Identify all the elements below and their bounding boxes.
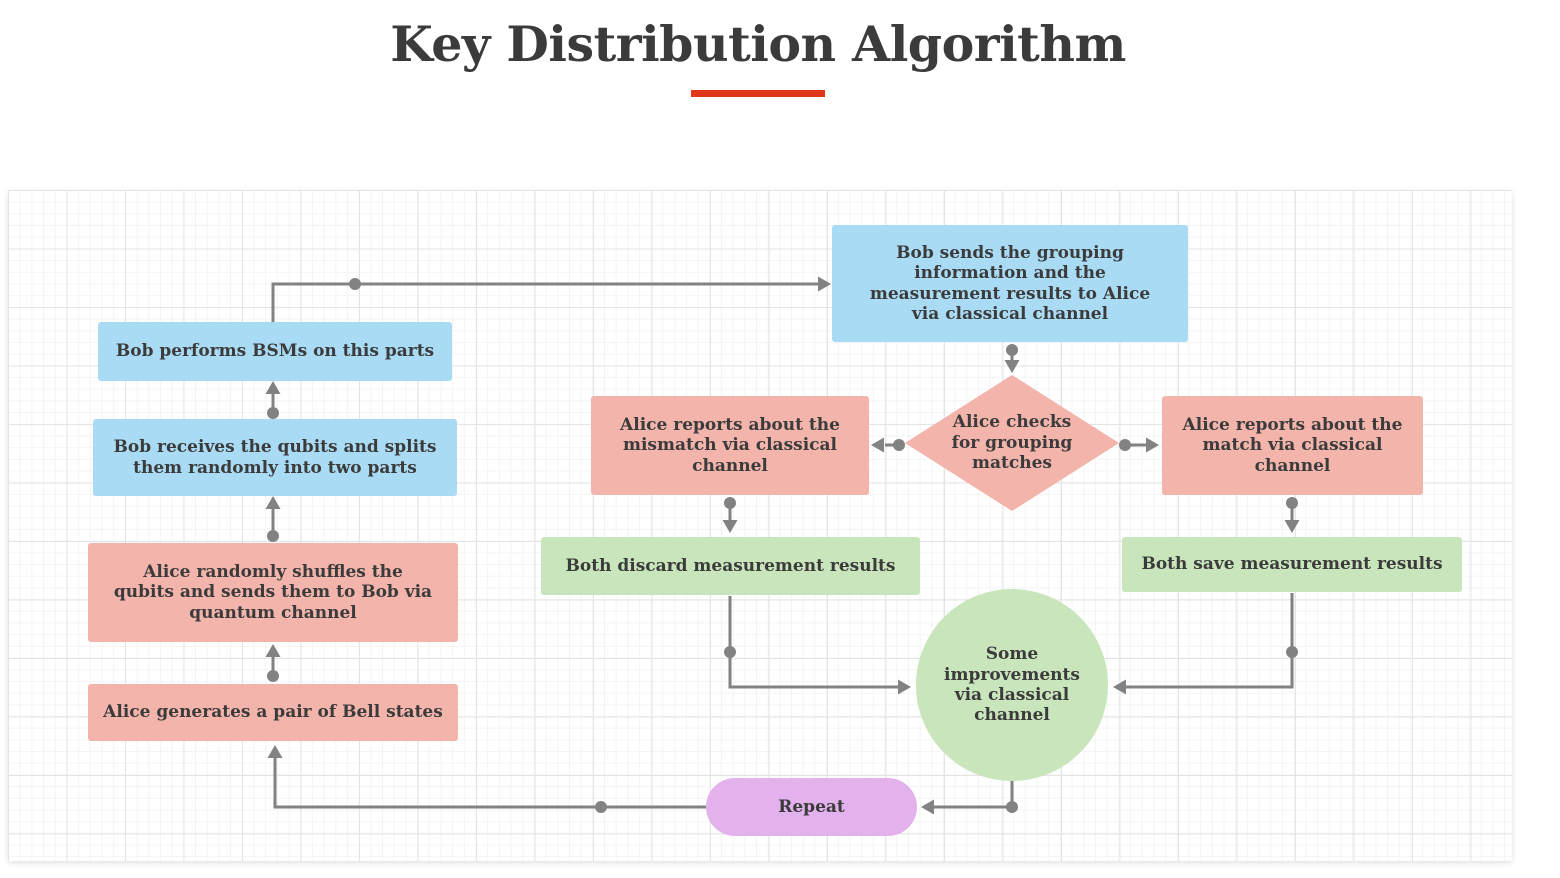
- node-alice-generates-bell-states: Alice generates a pair of Bell states: [88, 684, 458, 741]
- node-both-save-results: Both save measurement results: [1122, 537, 1462, 592]
- page-title: Key Distribution Algorithm: [390, 15, 1126, 73]
- node-alice-reports-mismatch: Alice reports about the mismatch via cla…: [591, 396, 869, 495]
- node-both-discard-results: Both discard measurement results: [541, 537, 920, 595]
- node-bob-receives-qubits: Bob receives the qubits and splits them …: [93, 419, 457, 496]
- title-underline: [691, 90, 825, 98]
- node-bob-performs-bsm: Bob performs BSMs on this parts: [98, 322, 452, 381]
- header: Key Distribution Algorithm: [0, 0, 1516, 98]
- node-bob-sends-grouping-info: Bob sends the grouping information and t…: [832, 225, 1188, 342]
- flowchart-canvas: [8, 190, 1512, 861]
- node-alice-shuffles-qubits: Alice randomly shuffles the qubits and s…: [88, 543, 458, 642]
- node-alice-reports-match: Alice reports about the match via classi…: [1162, 396, 1423, 495]
- node-repeat: Repeat: [706, 778, 917, 836]
- node-some-improvements: Some improvements via classical channel: [916, 589, 1108, 781]
